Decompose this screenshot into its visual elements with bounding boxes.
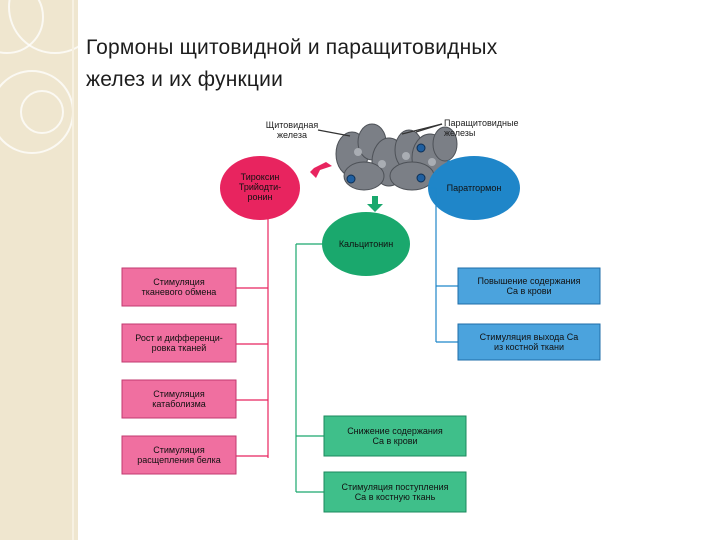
calcitonin-hormone-circle (322, 212, 410, 276)
gland-texture-spot (378, 160, 386, 168)
slide-title-line2: желез и их функции (86, 68, 284, 91)
parathormone-hormone-circle (428, 156, 520, 220)
calcitonin-effect-box (323, 471, 467, 513)
thyroid-gland-lobe (389, 161, 435, 191)
gland-texture-spot (402, 152, 410, 160)
sidebar-divider (72, 0, 74, 540)
parathyroid-gland-dot (416, 173, 426, 183)
thyroxine-effect-box (121, 323, 237, 363)
arrow-to-calcitonin (367, 196, 383, 212)
thyroxine-effect-box-label: Рост и дифференци-ровка тканей (135, 333, 223, 353)
slide-sidebar-decoration (0, 0, 102, 540)
parathyroid-gland-dot (346, 174, 356, 184)
slide-title-line1: Гормоны щитовидной и паращитовидных (86, 36, 498, 59)
calcitonin-effect-box (323, 415, 467, 457)
parathormone-hormone-label: Паратгормон (447, 183, 502, 193)
slide-title: Гормоны щитовидной и паращитовидных желе… (86, 32, 646, 96)
thyroid-gland-lobe (343, 161, 385, 191)
parathormone-effect-box (457, 267, 601, 305)
decor-circle (20, 90, 64, 134)
label-pointer-line (401, 123, 443, 135)
thyroxine-hormone-circle (220, 156, 300, 220)
gland-texture-spot (428, 158, 436, 166)
thyroxine-effect-box (121, 267, 237, 307)
parathormone-effect-box (457, 323, 601, 361)
label-pointer-line (317, 129, 351, 137)
thyroxine-effect-box (121, 435, 237, 475)
thyroxine-effect-box (121, 379, 237, 419)
calcitonin-hormone-label: Кальцитонин (339, 239, 393, 249)
gland-texture-spot (354, 148, 362, 156)
thyroid-gland-lobe (432, 126, 458, 162)
arrow-to-thyroxine (310, 162, 332, 178)
parathyroid-gland-dot (416, 143, 426, 153)
